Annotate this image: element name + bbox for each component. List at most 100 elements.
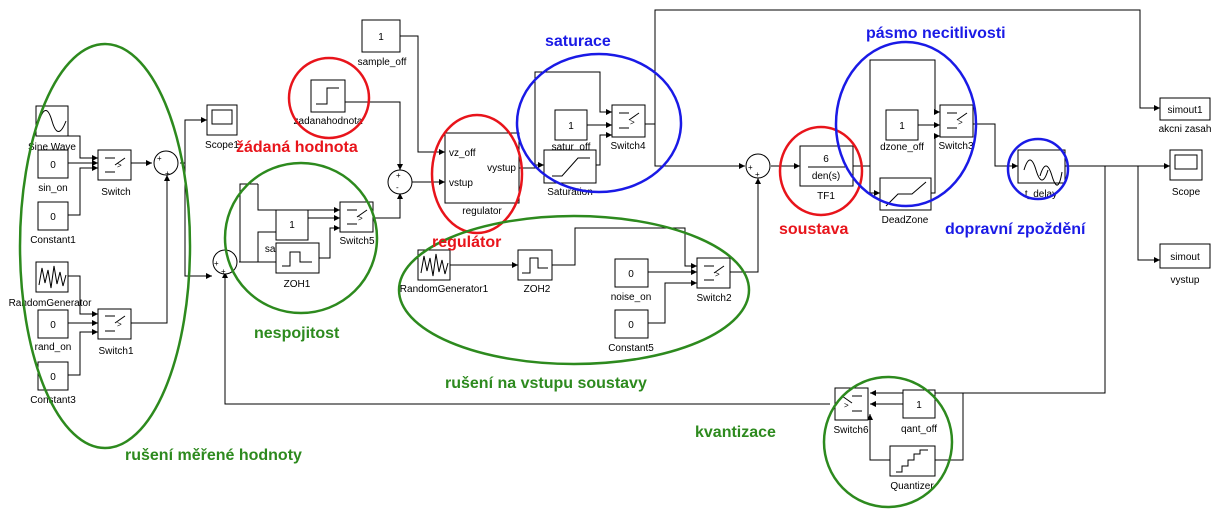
svg-text:dzone_off: dzone_off	[880, 142, 924, 153]
svg-text:1: 1	[378, 32, 384, 43]
sum-block-plant[interactable]: + +	[745, 153, 771, 179]
svg-text:>: >	[358, 214, 363, 223]
switch6-block[interactable]: > Switch6	[833, 387, 869, 436]
svg-text:rand_on: rand_on	[35, 342, 72, 353]
sine-wave-block[interactable]: Sine Wave	[28, 105, 76, 153]
satur-off-block[interactable]: 1 satur_off	[552, 109, 591, 153]
sum-block-setpoint[interactable]: + -	[387, 169, 413, 195]
qant-off-block[interactable]: 1 qant_off	[901, 389, 937, 435]
svg-text:vystup: vystup	[1171, 275, 1200, 286]
switch2-block[interactable]: > Switch2	[696, 257, 732, 304]
svg-text:Scope1: Scope1	[205, 140, 239, 151]
svg-text:ZOH2: ZOH2	[524, 284, 551, 295]
svg-text:1: 1	[289, 220, 295, 231]
svg-text:0: 0	[50, 160, 56, 171]
quantizer-block[interactable]: Quantizer	[889, 445, 936, 492]
svg-text:1: 1	[568, 121, 574, 132]
svg-text:>: >	[844, 401, 849, 410]
svg-text:Switch5: Switch5	[339, 236, 374, 247]
sample-off-block[interactable]: 1 sample_off	[358, 19, 407, 68]
constant5-block[interactable]: 0 Constant5	[608, 309, 654, 354]
dzone-off-block[interactable]: 1 dzone_off	[880, 109, 924, 153]
svg-text:vstup: vstup	[449, 178, 473, 189]
svg-text:+: +	[755, 170, 760, 179]
label-plant: soustava	[779, 221, 848, 238]
svg-text:RandomGenerator1: RandomGenerator1	[400, 284, 489, 295]
tf1-block[interactable]: 6 den(s) TF1	[799, 145, 854, 202]
svg-text:Constant1: Constant1	[30, 235, 76, 246]
label-controller: regulátor	[432, 234, 501, 251]
ring-setpoint	[287, 56, 371, 140]
svg-text:6: 6	[823, 154, 829, 165]
svg-text:>: >	[715, 270, 720, 279]
t-delay-block[interactable]: t_delay	[1017, 149, 1066, 200]
ring-controller	[430, 113, 524, 235]
label-saturation: saturace	[545, 33, 611, 50]
ring-plant	[778, 125, 864, 217]
annotation-labels: rušení měřené hodnoty nespojitost žádaná…	[125, 25, 1086, 464]
label-discontinuity: nespojitost	[254, 325, 340, 342]
svg-text:0: 0	[628, 320, 634, 331]
constant1-block[interactable]: 0 Constant1	[30, 201, 76, 246]
svg-text:sin_on: sin_on	[38, 183, 67, 194]
svg-text:vystup: vystup	[487, 163, 516, 174]
svg-text:RandomGenerator: RandomGenerator	[9, 298, 92, 309]
simout-block[interactable]: simout vystup	[1159, 243, 1211, 286]
svg-text:0: 0	[50, 372, 56, 383]
svg-text:>: >	[958, 118, 963, 127]
label-input-noise: rušení na vstupu soustavy	[445, 375, 647, 392]
svg-text:t_delay: t_delay	[1025, 189, 1057, 200]
svg-text:Switch1: Switch1	[98, 346, 133, 357]
svg-text:+: +	[748, 163, 753, 172]
svg-text:1: 1	[916, 400, 922, 411]
svg-text:regulator: regulator	[462, 206, 502, 217]
svg-text:>: >	[630, 118, 635, 127]
zoh1-block[interactable]: ZOH1	[275, 242, 320, 290]
sum-block-1[interactable]: + +	[153, 150, 179, 178]
svg-text:satur_off: satur_off	[552, 142, 591, 153]
scope-block[interactable]: Scope	[1169, 149, 1203, 198]
svg-text:+: +	[214, 259, 219, 268]
noise-on-block[interactable]: 0 noise_on	[611, 258, 652, 303]
sin-on-block[interactable]: 0 sin_on	[37, 149, 69, 194]
svg-text:>: >	[117, 320, 122, 329]
scope1-block[interactable]: Scope1	[205, 104, 239, 151]
svg-text:Switch3: Switch3	[938, 141, 973, 152]
wires	[68, 9, 1170, 461]
svg-text:+: +	[221, 267, 226, 276]
svg-text:-: -	[396, 183, 399, 192]
random-generator1-block[interactable]: RandomGenerator1	[400, 249, 489, 295]
svg-text:noise_on: noise_on	[611, 292, 652, 303]
switch4-block[interactable]: > Switch4	[610, 104, 646, 152]
simout1-block[interactable]: simout1 akcni zasah	[1159, 97, 1212, 135]
svg-text:ZOH1: ZOH1	[284, 279, 311, 290]
random-generator-block[interactable]: RandomGenerator	[9, 261, 92, 309]
switch3-block[interactable]: > Switch3	[938, 104, 974, 152]
label-deadzone: pásmo necitlivosti	[866, 25, 1006, 42]
ring-input-noise	[397, 214, 751, 366]
svg-text:vz_off: vz_off	[449, 148, 476, 159]
label-quantization: kvantizace	[695, 424, 776, 441]
label-measure-noise: rušení měřené hodnoty	[125, 447, 302, 464]
svg-text:simout1: simout1	[1167, 105, 1202, 116]
switch5-block[interactable]: > Switch5	[339, 201, 375, 247]
svg-text:+: +	[157, 154, 162, 163]
label-delay: dopravní zpoždění	[945, 221, 1086, 238]
zoh2-block[interactable]: ZOH2	[517, 249, 553, 295]
svg-text:Saturation: Saturation	[547, 187, 593, 198]
ring-delay	[1006, 137, 1070, 201]
svg-text:Switch2: Switch2	[696, 293, 731, 304]
svg-text:0: 0	[50, 212, 56, 223]
regulator-subsystem[interactable]: vz_off vstup vystup regulator	[444, 132, 520, 217]
svg-text:Switch4: Switch4	[610, 141, 645, 152]
sine-label: Sine Wave	[28, 142, 76, 153]
switch-block[interactable]: > Switch	[97, 149, 132, 198]
svg-text:den(s): den(s)	[812, 171, 840, 182]
svg-text:+: +	[165, 169, 170, 178]
rand-on-block[interactable]: 0 rand_on	[35, 309, 72, 353]
svg-text:akcni zasah: akcni zasah	[1159, 124, 1212, 135]
zadanahodnota-block[interactable]: zadanahodnota	[294, 79, 363, 127]
switch1-block[interactable]: > Switch1	[97, 308, 134, 357]
saturation-block[interactable]: Saturation	[543, 149, 597, 198]
